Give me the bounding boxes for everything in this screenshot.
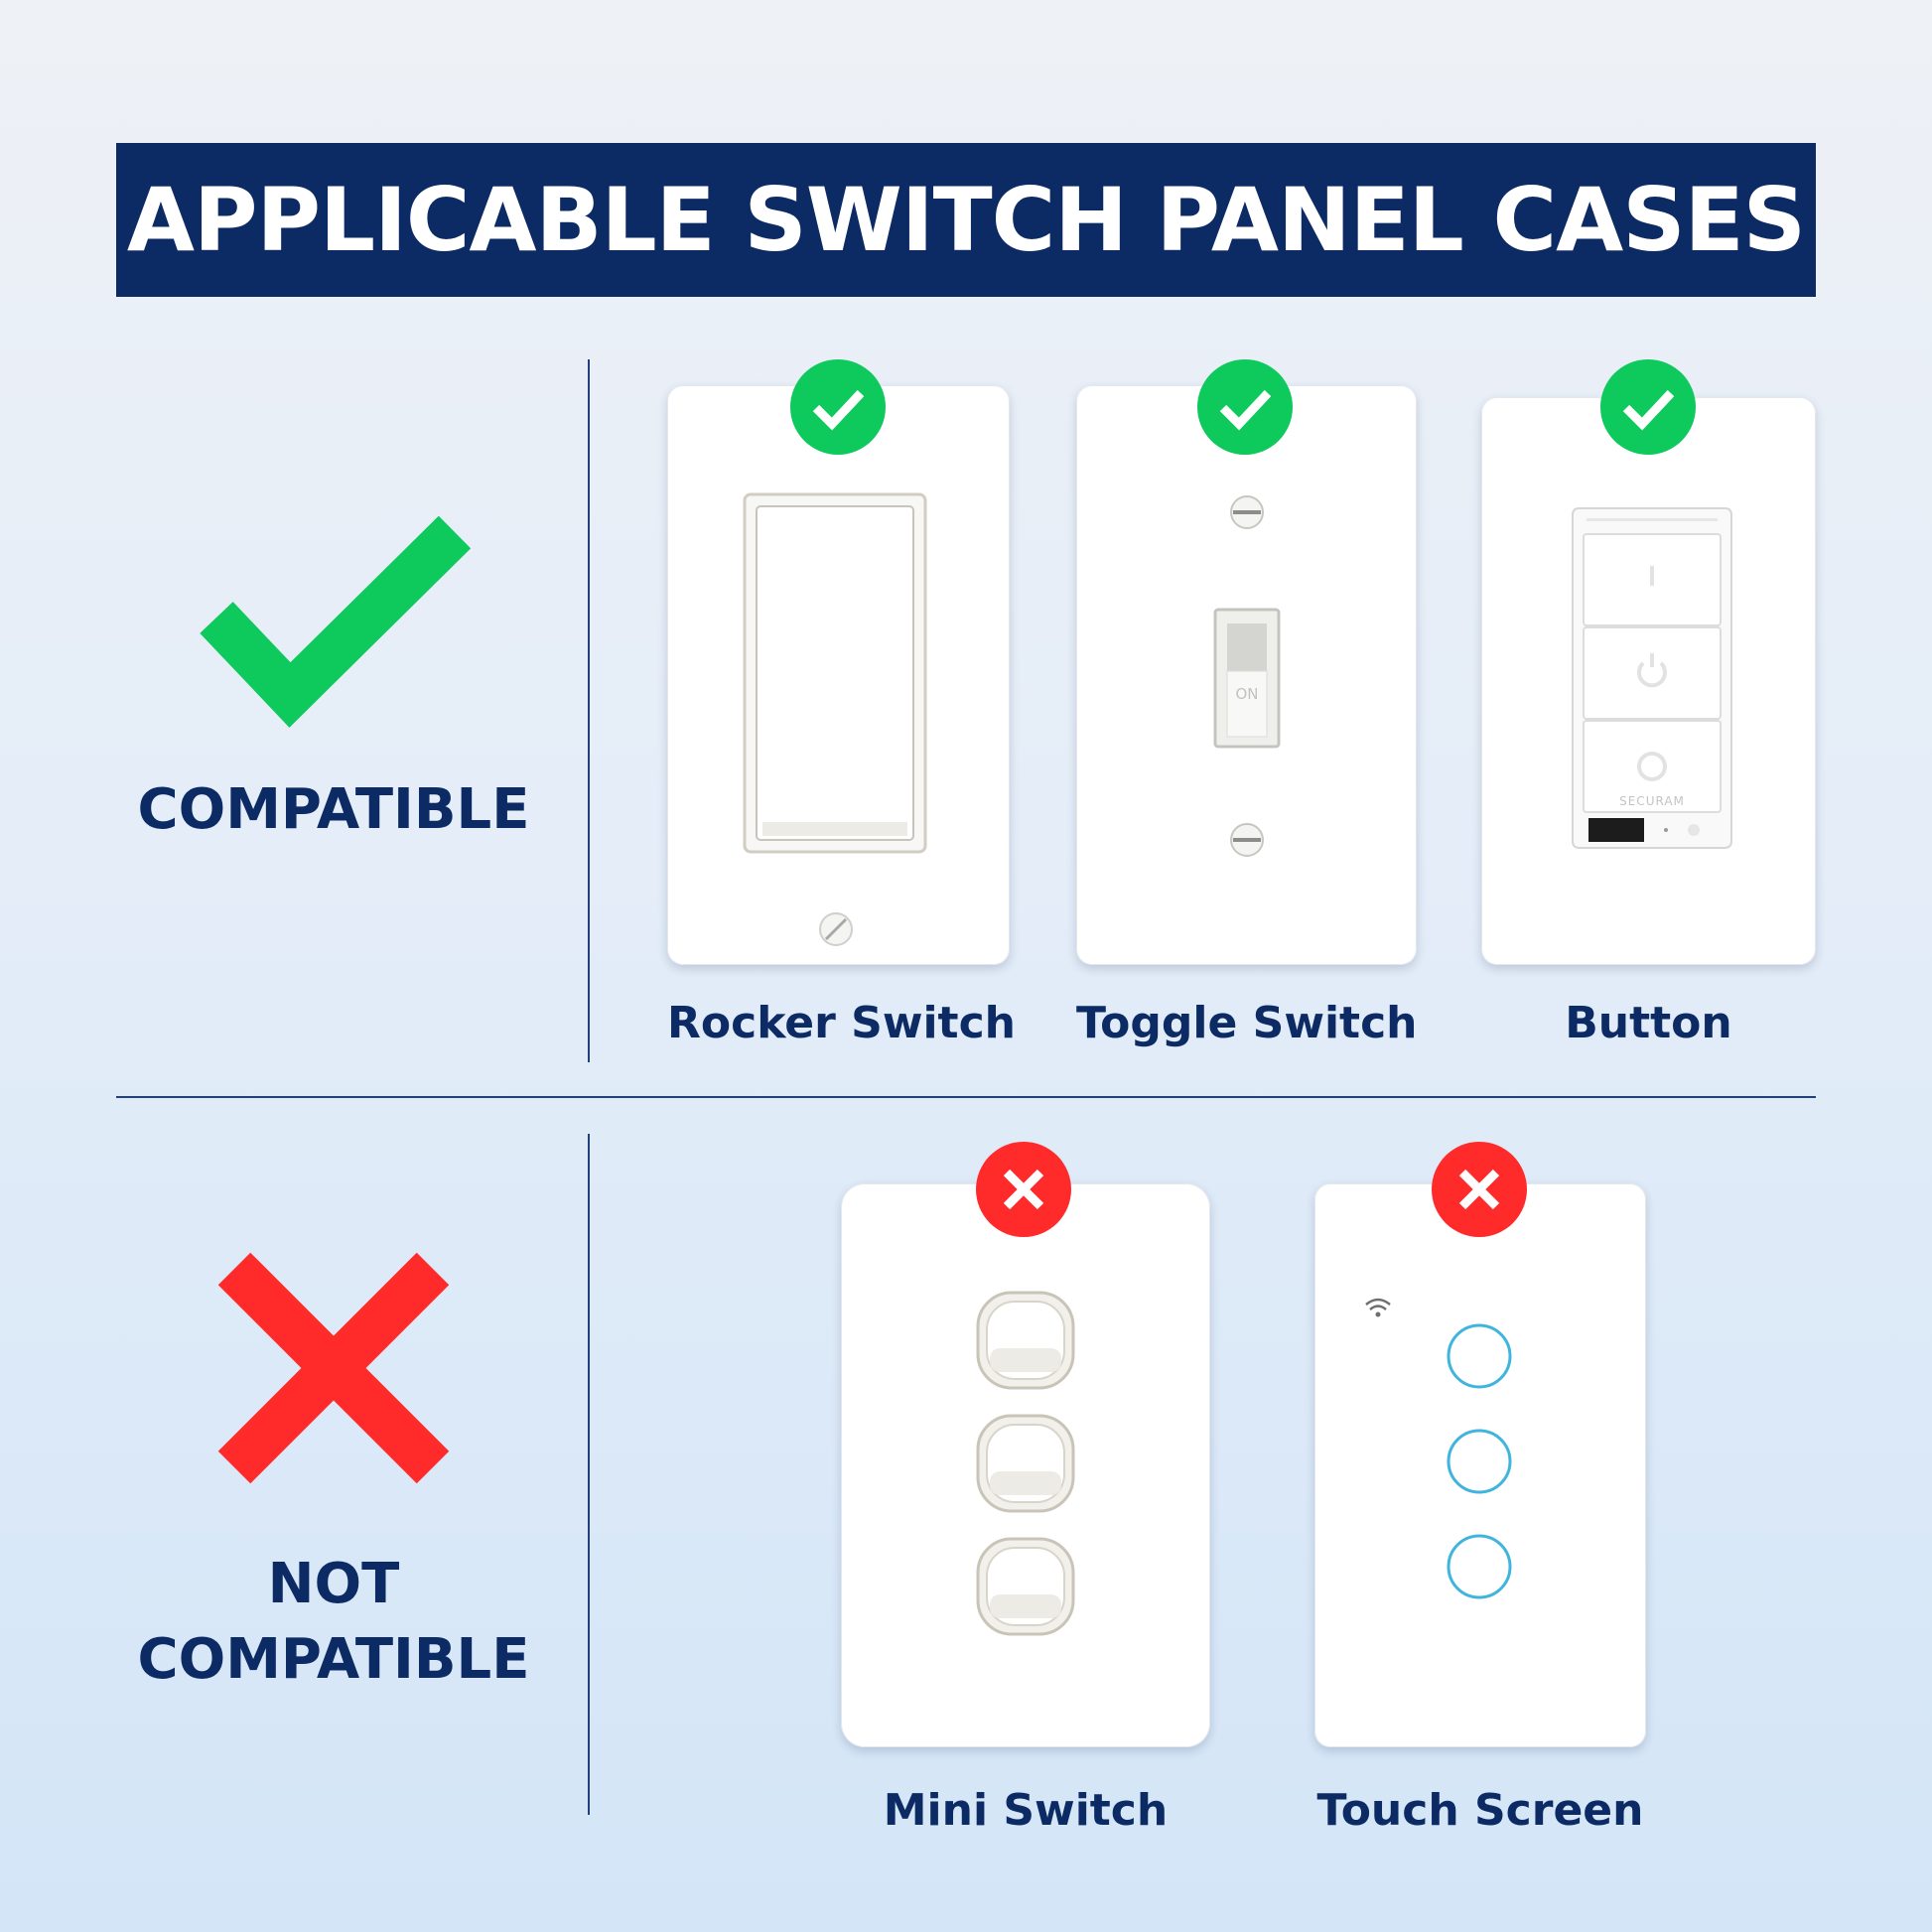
not-compatible-label-line1: NOT (267, 1552, 400, 1616)
mini-switch-plate (841, 1183, 1210, 1747)
rocker-switch-label: Rocker Switch (667, 998, 1016, 1048)
toggle-switch-illustration (1213, 495, 1281, 857)
mini-switch-illustration (976, 1291, 1075, 1636)
wifi-icon (1365, 1298, 1391, 1317)
not-compatible-label-line2: COMPATIBLE (137, 1627, 530, 1692)
page-title: APPLICABLE SWITCH PANEL CASES (126, 169, 1806, 271)
check-badge-icon (1197, 359, 1293, 455)
touch-screen-label: Touch Screen (1316, 1785, 1644, 1836)
mini-switch-label: Mini Switch (883, 1785, 1169, 1836)
button-plate: SECURAM (1481, 397, 1816, 965)
rocker-switch-illustration (743, 492, 927, 946)
button-illustration (1572, 507, 1732, 849)
divider-vertical-top (588, 359, 590, 1062)
check-badge-icon (1600, 359, 1696, 455)
rocker-switch-plate (667, 385, 1010, 965)
toggle-on-text: ON (1235, 685, 1259, 703)
divider-vertical-bottom (588, 1134, 590, 1815)
button-label: Button (1565, 998, 1732, 1048)
button-brand-text: SECURAM (1619, 794, 1685, 808)
header-banner: APPLICABLE SWITCH PANEL CASES (116, 143, 1816, 297)
divider-horizontal (116, 1096, 1816, 1098)
toggle-switch-label: Toggle Switch (1076, 998, 1418, 1048)
compatible-label: COMPATIBLE (137, 777, 530, 842)
touch-screen-plate (1314, 1183, 1646, 1747)
not-compatible-label: NOT COMPATIBLE (115, 1547, 552, 1698)
big-cross-icon (217, 1252, 450, 1484)
cross-badge-icon (1432, 1142, 1527, 1237)
touch-screen-illustration (1365, 1298, 1512, 1599)
check-badge-icon (790, 359, 886, 455)
cross-badge-icon (976, 1142, 1071, 1237)
toggle-switch-plate: ON (1076, 385, 1417, 965)
big-check-icon (200, 516, 472, 728)
